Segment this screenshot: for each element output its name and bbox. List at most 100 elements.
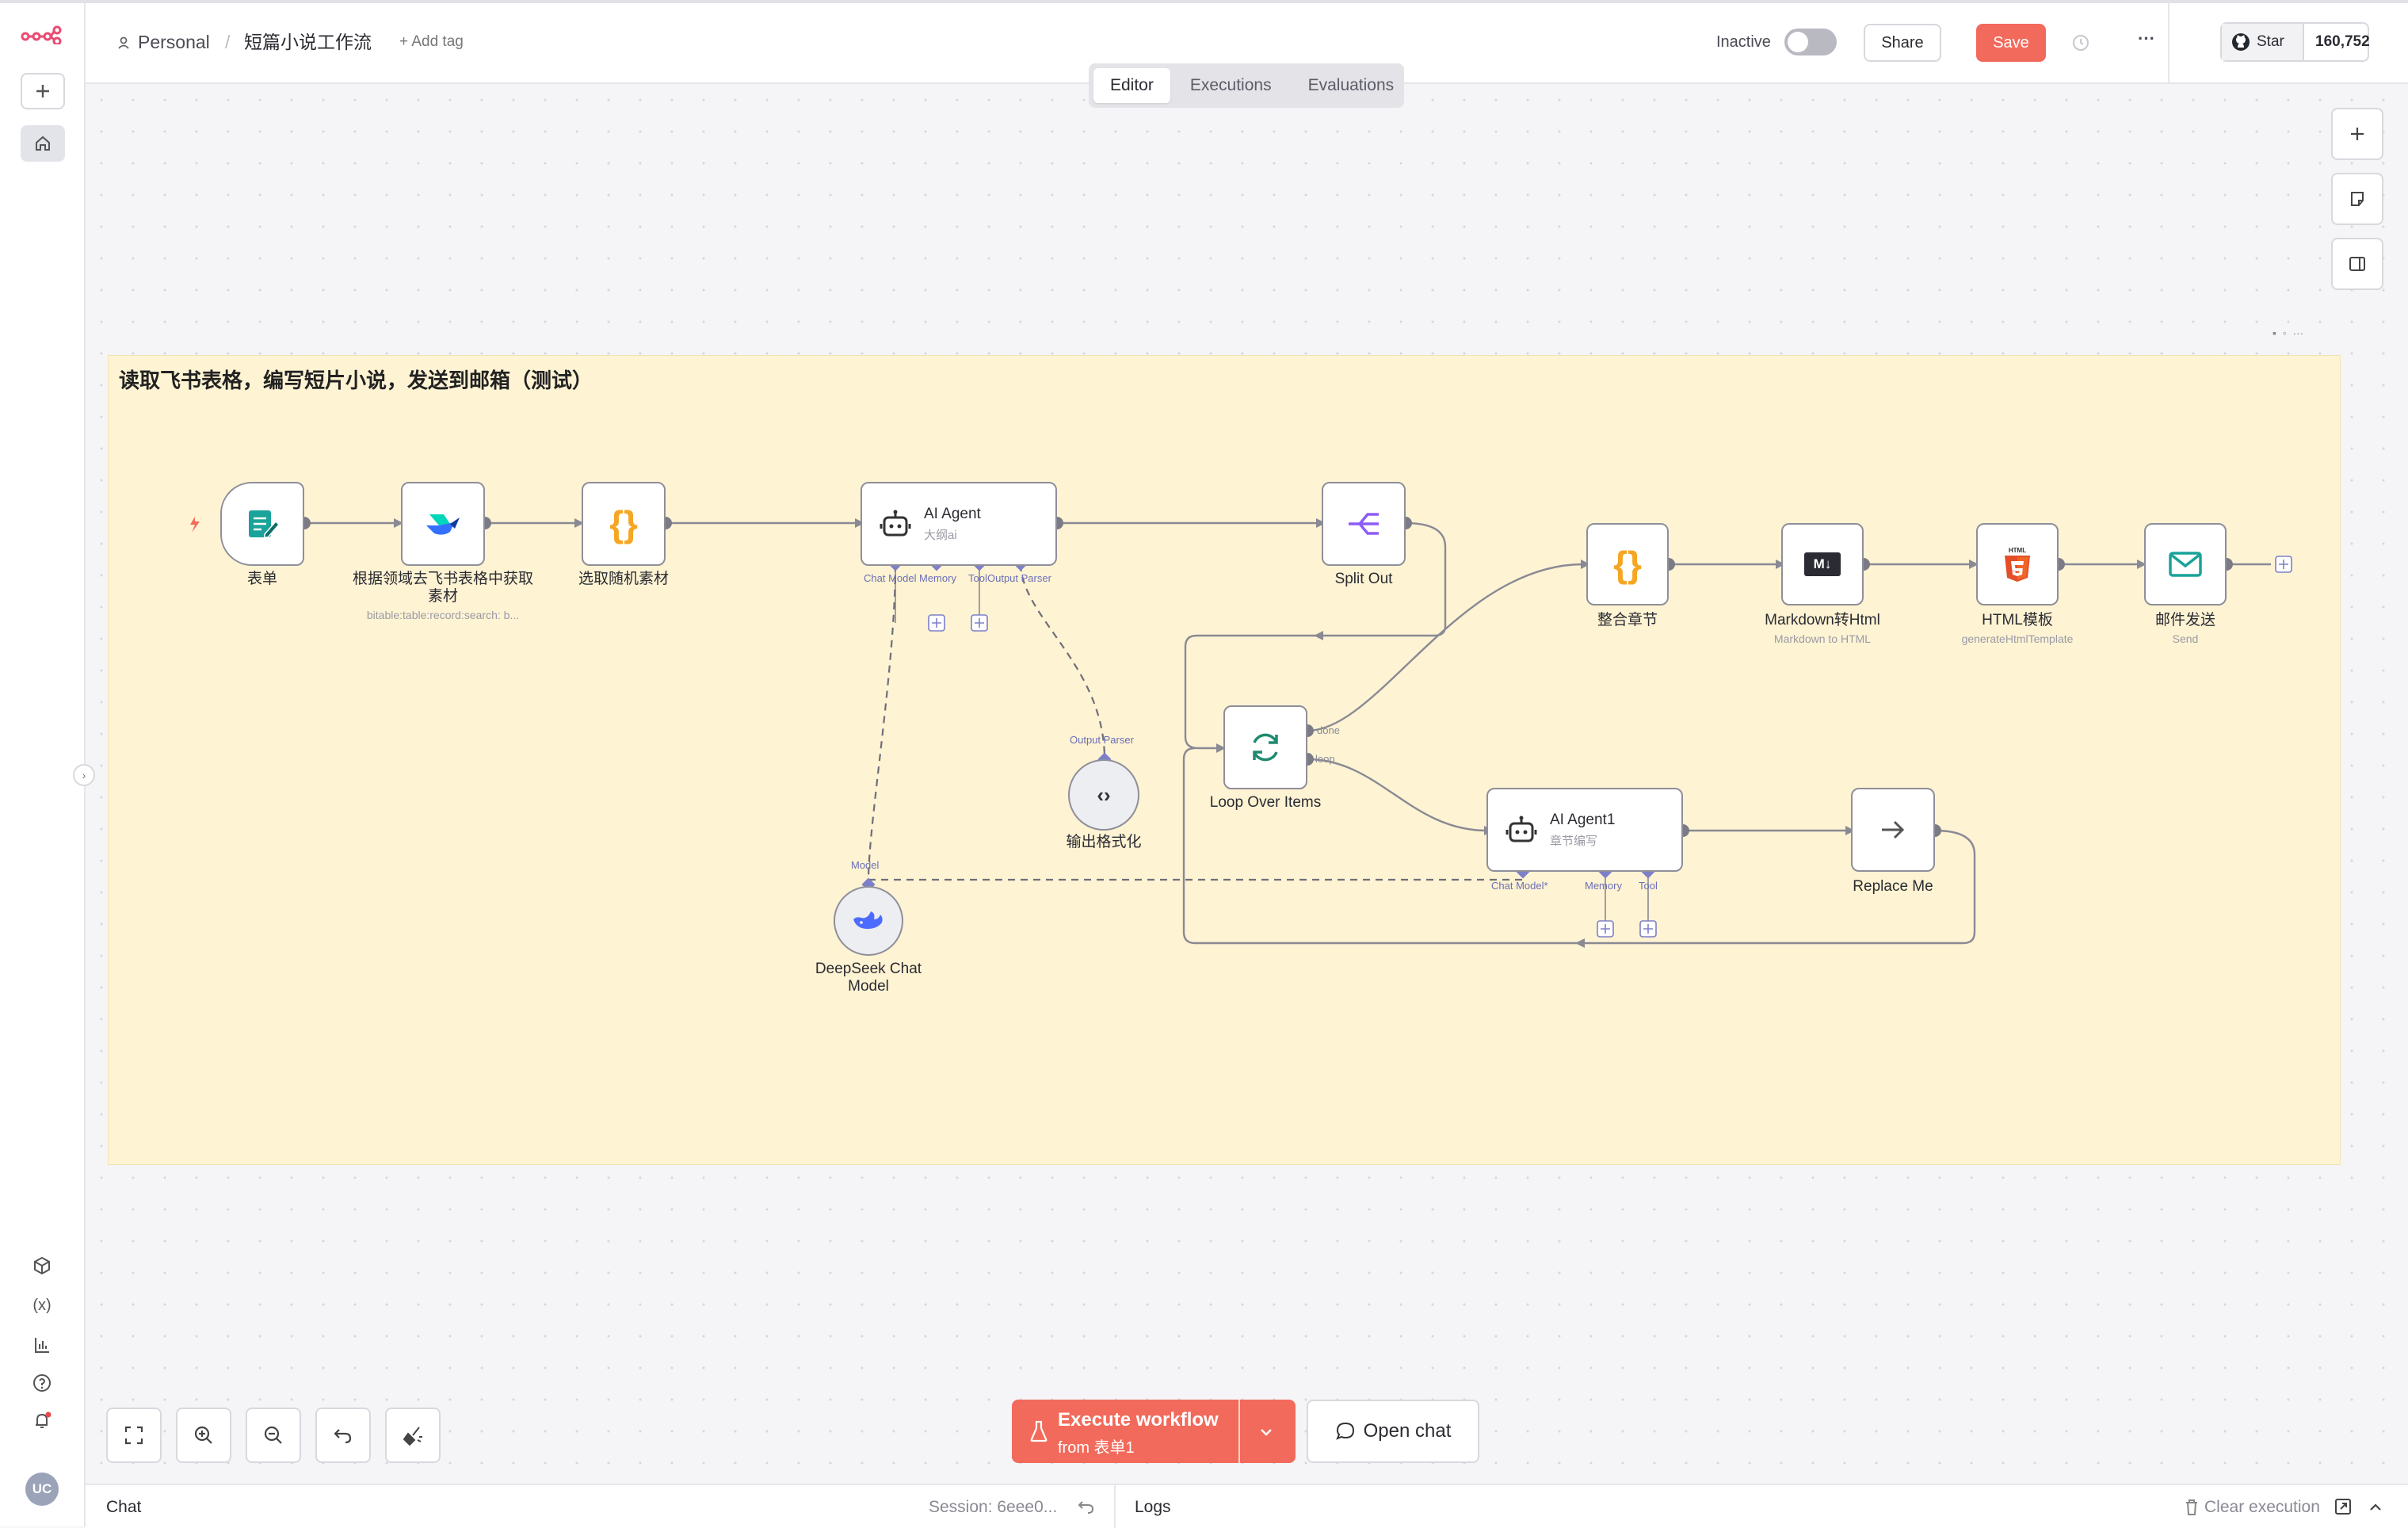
n8n-logo-icon[interactable] bbox=[21, 25, 62, 46]
code-icon: ‹› bbox=[1097, 782, 1111, 807]
node-label: 输出格式化 bbox=[1066, 834, 1142, 850]
execute-workflow-button[interactable]: Execute workflow from 表单1 bbox=[1012, 1400, 1296, 1463]
node-pick-random[interactable]: {} bbox=[582, 482, 666, 566]
node-split-out[interactable] bbox=[1322, 482, 1406, 566]
variables-icon[interactable]: (x) bbox=[32, 1296, 52, 1314]
execute-divider bbox=[1238, 1400, 1240, 1463]
workflow-status-label: Inactive bbox=[1716, 33, 1771, 51]
add-tag-button[interactable]: + Add tag bbox=[399, 33, 464, 50]
port-label-chat-model: Chat Model* bbox=[1491, 880, 1548, 892]
chat-panel-tab[interactable]: Chat bbox=[106, 1498, 142, 1516]
port-label-done: done bbox=[1317, 724, 1340, 736]
broom-icon bbox=[403, 1427, 422, 1446]
add-sticky-button[interactable] bbox=[2331, 173, 2383, 225]
sidebar-item-help[interactable] bbox=[30, 1371, 54, 1395]
create-button[interactable] bbox=[21, 73, 65, 109]
zoom-in-button[interactable] bbox=[176, 1408, 231, 1463]
chevron-up-icon[interactable] bbox=[2368, 1499, 2383, 1515]
node-label: Loop Over Items bbox=[1209, 794, 1322, 811]
tab-editor[interactable]: Editor bbox=[1093, 68, 1170, 103]
tab-executions[interactable]: Executions bbox=[1189, 76, 1272, 94]
bell-icon bbox=[36, 1411, 52, 1428]
toggle-panel-button[interactable] bbox=[2331, 238, 2383, 290]
chat-bubble-icon bbox=[1335, 1422, 1354, 1440]
feishu-icon bbox=[426, 514, 460, 535]
node-label: 根据领域去飞书表格中获取素材 bbox=[352, 571, 533, 605]
share-button[interactable]: Share bbox=[1864, 24, 1941, 62]
fullscreen-icon bbox=[124, 1426, 143, 1445]
node-label: Split Out bbox=[1334, 571, 1393, 587]
node-subtitle: 大纲ai bbox=[924, 528, 957, 542]
sidebar-item-home[interactable] bbox=[21, 125, 65, 162]
node-title: AI Agent bbox=[924, 505, 981, 522]
node-ai-agent[interactable]: AI Agent 大纲ai bbox=[861, 482, 1057, 566]
breadcrumb-project[interactable]: Personal bbox=[138, 32, 210, 52]
popout-icon[interactable] bbox=[2334, 1498, 2352, 1515]
port-label-tool: Tool bbox=[1639, 880, 1658, 892]
person-icon bbox=[116, 35, 132, 51]
avatar[interactable]: UC bbox=[25, 1473, 59, 1506]
bottom-divider bbox=[1114, 1485, 1116, 1528]
code-braces-icon: {} bbox=[1613, 544, 1642, 585]
port-label-model: Model bbox=[851, 859, 880, 871]
plus-icon bbox=[2351, 128, 2364, 140]
active-toggle[interactable] bbox=[1784, 29, 1837, 55]
node-subtitle: generateHtmlTemplate bbox=[1961, 632, 2074, 645]
add-node-button[interactable] bbox=[2331, 108, 2383, 160]
zoom-out-button[interactable] bbox=[246, 1408, 301, 1463]
svg-text:HTML: HTML bbox=[2009, 547, 2026, 554]
breadcrumb-separator: / bbox=[225, 32, 231, 52]
html5-icon: HTML bbox=[2005, 547, 2030, 582]
node-label: HTML模板 bbox=[1982, 612, 2053, 628]
trigger-bolt-icon bbox=[190, 517, 200, 533]
workflow-name[interactable]: 短篇小说工作流 bbox=[244, 32, 372, 52]
chevron-down-icon[interactable] bbox=[1257, 1423, 1275, 1441]
node-feishu[interactable] bbox=[401, 482, 485, 566]
open-chat-button[interactable]: Open chat bbox=[1307, 1400, 1479, 1463]
node-deepseek-model[interactable] bbox=[834, 886, 903, 956]
logs-panel-tab[interactable]: Logs bbox=[1135, 1498, 1171, 1516]
history-icon[interactable] bbox=[2070, 32, 2092, 54]
arrow-right-icon bbox=[1882, 820, 1905, 839]
node-merge-chapters[interactable]: {} bbox=[1586, 523, 1669, 605]
node-replace-me[interactable] bbox=[1851, 788, 1935, 872]
node-loop-over-items[interactable] bbox=[1223, 705, 1307, 789]
help-icon bbox=[33, 1374, 51, 1392]
code-braces-icon: {} bbox=[609, 503, 638, 544]
node-markdown[interactable]: M↓ bbox=[1781, 523, 1864, 605]
reset-session-icon[interactable] bbox=[1078, 1498, 1095, 1515]
node-output-parser[interactable]: ‹› bbox=[1068, 759, 1139, 831]
header-divider bbox=[2168, 3, 2169, 82]
port-label-output-parser: Output Parser bbox=[987, 572, 1051, 584]
sidebar-item-insights[interactable] bbox=[30, 1333, 54, 1357]
fit-view-button[interactable] bbox=[106, 1408, 162, 1463]
more-options-button[interactable]: ··· bbox=[2138, 29, 2155, 48]
panel-icon bbox=[2349, 257, 2365, 271]
tab-evaluations[interactable]: Evaluations bbox=[1307, 76, 1395, 94]
box-icon bbox=[34, 1256, 50, 1275]
view-tabs: Editor Executions Evaluations bbox=[1089, 63, 1404, 108]
sticky-toolbar-icons[interactable]: ▪ ◦ ··· bbox=[2273, 327, 2304, 339]
tidy-up-button[interactable] bbox=[385, 1408, 441, 1463]
node-label: Markdown转Html bbox=[1765, 612, 1880, 628]
github-star-button[interactable]: Star 160,752 bbox=[2220, 22, 2370, 62]
node-send-email[interactable] bbox=[2144, 523, 2227, 605]
sidebar-item-notifications[interactable] bbox=[30, 1409, 54, 1433]
save-button[interactable]: Save bbox=[1976, 24, 2046, 62]
node-subtitle: Markdown to HTML bbox=[1773, 632, 1872, 645]
node-form-trigger[interactable] bbox=[220, 482, 304, 566]
top-border bbox=[0, 0, 2408, 3]
reset-zoom-button[interactable] bbox=[315, 1408, 371, 1463]
expand-sidebar-button[interactable]: › bbox=[73, 764, 95, 786]
zoom-out-icon bbox=[264, 1426, 282, 1444]
node-label: 整合章节 bbox=[1597, 612, 1658, 628]
node-html-template[interactable]: HTML bbox=[1976, 523, 2059, 605]
sidebar-item-templates[interactable] bbox=[30, 1254, 54, 1278]
chat-session-id: Session: 6eee0... bbox=[929, 1498, 1058, 1516]
node-ai-agent1[interactable]: AI Agent1 章节编写 bbox=[1486, 788, 1683, 872]
github-star-count: 160,752 bbox=[2315, 33, 2370, 50]
open-chat-label: Open chat bbox=[1363, 1420, 1452, 1442]
clear-execution-button[interactable]: Clear execution bbox=[2184, 1498, 2320, 1517]
port-label-chat-model: Chat Model bbox=[864, 572, 917, 584]
